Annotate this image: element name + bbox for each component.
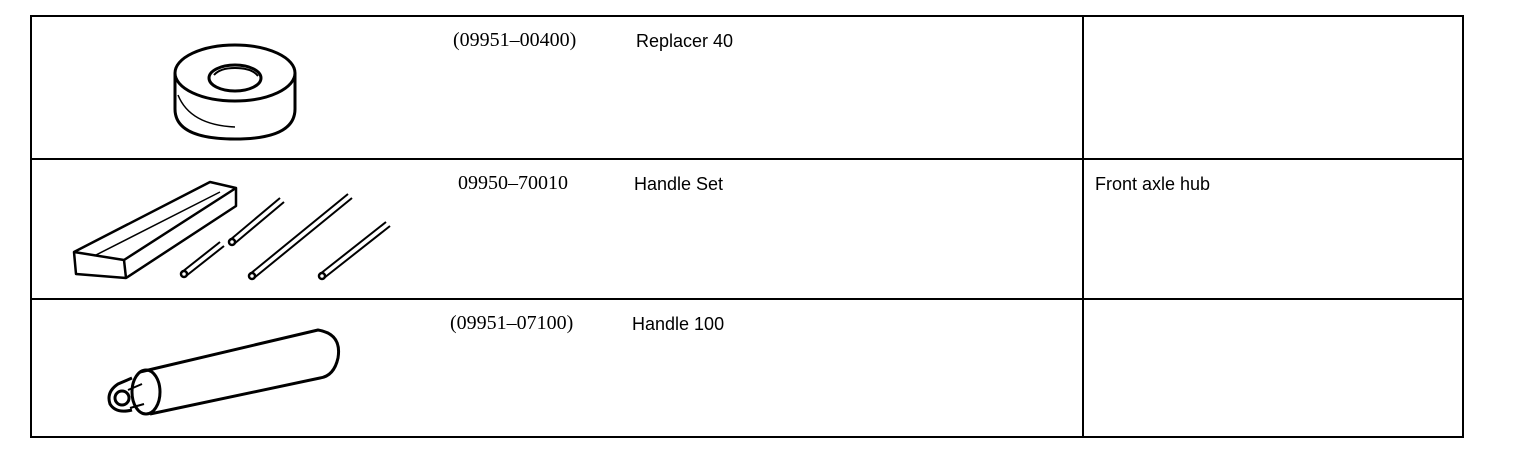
part-number: (09951–00400) [453, 29, 577, 51]
tool-row-handle-100: (09951–07100) Handle 100 [32, 300, 1462, 436]
tool-name: Handle Set [634, 174, 724, 194]
tool-row-replacer-40: (09951–00400) Replacer 40 [32, 17, 1462, 160]
handle-set-icon [70, 178, 400, 290]
column-divider [1082, 17, 1084, 158]
part-number: (09951–07100) [450, 312, 574, 334]
replacer-ring-icon [170, 35, 304, 145]
tool-row-handle-set: 09950–70010 Handle Set Front axle hub [32, 160, 1462, 300]
handle-cylinder-icon [102, 326, 342, 418]
tool-name: Handle 100 [632, 314, 725, 334]
part-number: 09950–70010 [458, 172, 568, 194]
column-divider [1082, 160, 1084, 298]
tool-application: Front axle hub [1095, 174, 1211, 194]
column-divider [1082, 300, 1084, 436]
special-tool-table: (09951–00400) Replacer 40 [30, 15, 1464, 438]
tool-name: Replacer 40 [636, 31, 734, 51]
